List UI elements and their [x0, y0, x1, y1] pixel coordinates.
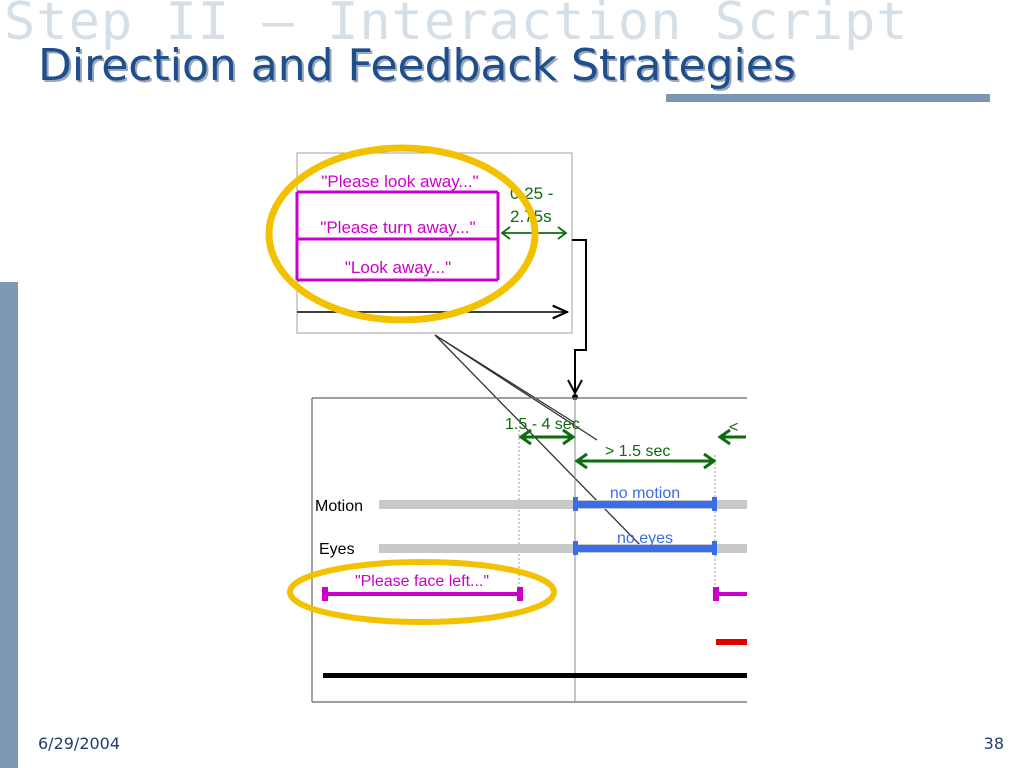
state-bar-motion	[573, 497, 717, 511]
footer-page-number: 38	[983, 734, 1004, 753]
interval-arrow-c	[717, 428, 746, 446]
slide-title: Direction and Feedback Strategies	[38, 40, 796, 91]
footer-date: 6/29/2004	[38, 734, 121, 753]
background-watermark-title: Step II – Interaction Script	[4, 0, 909, 52]
highlight-ellipse-top	[265, 144, 539, 324]
interval-arrow-a	[518, 428, 576, 446]
track-bar-eyes	[379, 544, 747, 553]
state-label-no-motion: no motion	[610, 485, 680, 502]
track-label-eyes: Eyes	[319, 541, 355, 558]
left-accent-bar	[0, 282, 18, 768]
prompt-please-turn-away: "Please turn away..."	[320, 218, 475, 237]
bottom-panel-frame	[311, 397, 747, 703]
track-label-motion: Motion	[315, 498, 363, 515]
track-bar-motion	[379, 500, 747, 509]
interval-c-label: <	[729, 419, 738, 436]
prompt-please-look-away: "Please look away..."	[321, 172, 478, 191]
panel-connector-line	[572, 239, 587, 392]
bottom-timeline-bar	[323, 673, 747, 678]
prompt-look-away: "Look away..."	[345, 258, 451, 277]
zoom-lines	[434, 334, 646, 551]
title-underline-bar	[666, 94, 990, 102]
top-prompt-group	[295, 190, 500, 282]
highlight-ellipse-bottom	[287, 559, 557, 625]
alert-bar-red	[716, 639, 747, 645]
interval-arrow-b	[574, 452, 717, 470]
state-label-no-eyes: no eyes	[617, 530, 673, 547]
interval-b-label: > 1.5 sec	[605, 443, 670, 460]
interval-a-label: 1.5 - 4 sec	[505, 416, 580, 433]
prompt-bar-face-left	[322, 587, 523, 601]
prompt-please-face-left: "Please face left..."	[355, 573, 489, 590]
connector-arrowhead	[567, 379, 583, 396]
state-bar-eyes	[573, 541, 717, 555]
prompt-bar-next	[713, 587, 747, 601]
